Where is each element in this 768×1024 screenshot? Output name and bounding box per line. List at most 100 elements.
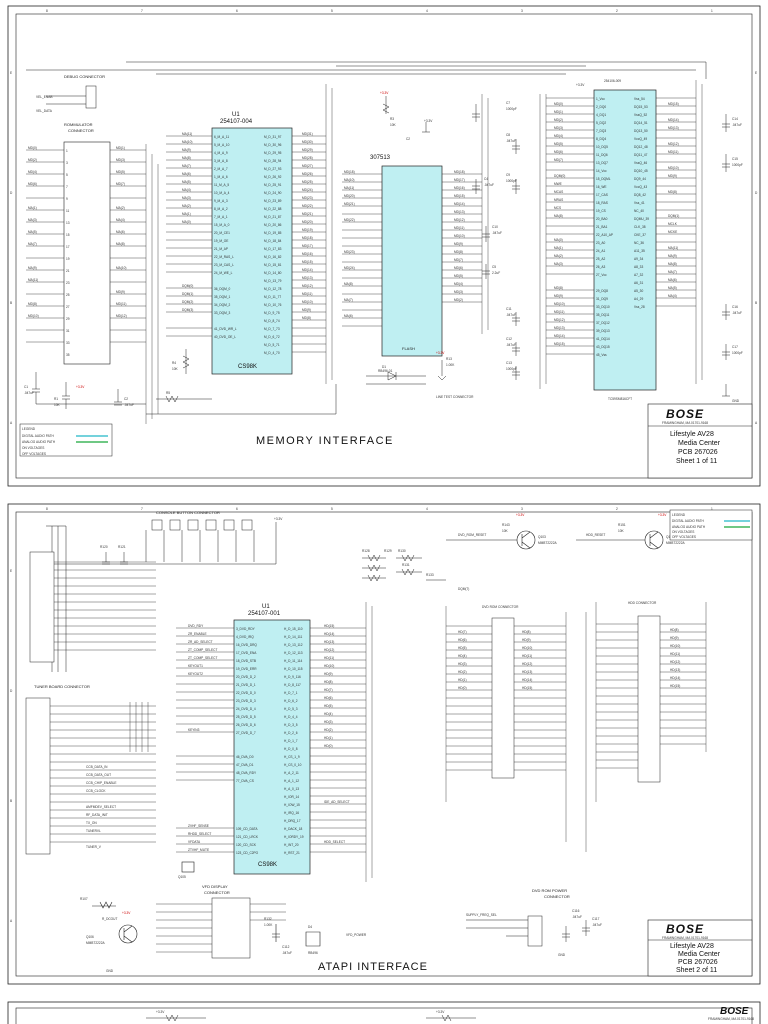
svg-text:29: 29	[66, 317, 70, 321]
svg-text:M_D_17_83: M_D_17_83	[264, 247, 282, 251]
svg-text:M_D_5_71: M_D_5_71	[264, 343, 280, 347]
svg-text:MD(2): MD(2)	[454, 298, 463, 302]
svg-text:MD(2): MD(2)	[554, 118, 563, 122]
legend-off-2: OFF VOLTAGES	[672, 535, 696, 539]
svg-text:77_DVA_CS: 77_DVA_CS	[236, 779, 254, 783]
svg-text:9_M_A_3: 9_M_A_3	[214, 199, 228, 203]
svg-text:MA(11): MA(11)	[668, 246, 678, 250]
svg-text:MCS: MCS	[554, 206, 561, 210]
bose-address-3: FRAMINGHAM, MA 01701-9168	[708, 1017, 754, 1021]
svg-text:M_D_4_70: M_D_4_70	[264, 351, 280, 355]
svg-text:7: 7	[66, 185, 68, 189]
svg-text:8: 8	[46, 9, 48, 13]
svg-text:M_D_14_80: M_D_14_80	[264, 271, 282, 275]
svg-text:MA(4): MA(4)	[116, 218, 125, 222]
svg-text:A8_33: A8_33	[634, 265, 643, 269]
svg-text:MA(8): MA(8)	[554, 214, 563, 218]
svg-text:H_IRQ_16: H_IRQ_16	[284, 811, 299, 815]
svg-text:MA(2): MA(2)	[182, 204, 191, 208]
svg-text:3: 3	[521, 9, 523, 13]
svg-text:MD(15): MD(15)	[454, 194, 465, 198]
svg-text:21_BA1: 21_BA1	[596, 225, 608, 229]
svg-text:R151: R151	[618, 523, 626, 527]
svg-text:M_D_25_91: M_D_25_91	[264, 183, 282, 187]
svg-text:DQ13_50: DQ13_50	[634, 129, 648, 133]
svg-text:IDE_AD_SELECT: IDE_AD_SELECT	[324, 800, 350, 804]
svg-text:C4: C4	[484, 177, 488, 181]
svg-text:DQM(7): DQM(7)	[458, 587, 469, 591]
svg-text:R128: R128	[362, 549, 370, 553]
svg-text:1000pF: 1000pF	[506, 107, 517, 111]
svg-text:C117: C117	[592, 917, 600, 921]
dvd-rom-power-label-2: CONNECTOR	[544, 894, 570, 899]
svg-text:MD(13): MD(13)	[454, 210, 465, 214]
legend-box-2	[669, 509, 753, 541]
svg-text:8_M_A_2: 8_M_A_2	[214, 207, 228, 211]
svg-text:RF_DATA_INIT: RF_DATA_INIT	[86, 813, 108, 817]
svg-text:23_M_CAS_L: 23_M_CAS_L	[214, 263, 234, 267]
svg-text:HD(6): HD(6)	[458, 638, 467, 642]
svg-text:MD(12): MD(12)	[454, 218, 465, 222]
svg-text:B: B	[10, 301, 12, 305]
svg-text:.047uF: .047uF	[24, 391, 34, 395]
legend-title-1: LEGEND	[22, 427, 36, 431]
svg-text:CCB_DATA_OUT: CCB_DATA_OUT	[86, 773, 111, 777]
svg-text:DQM(1): DQM(1)	[668, 214, 679, 218]
svg-text:Q105: Q105	[178, 875, 186, 879]
svg-text:H_IORDY_19: H_IORDY_19	[284, 835, 304, 839]
svg-text:H_D_11_114: H_D_11_114	[284, 659, 303, 663]
svg-text:MD(0): MD(0)	[554, 102, 563, 106]
svg-text:MD(18): MD(18)	[344, 170, 355, 174]
svg-text:.047uF: .047uF	[506, 313, 516, 317]
svg-text:C7: C7	[506, 101, 510, 105]
svg-text:VccQ_43: VccQ_43	[634, 185, 647, 189]
svg-text:MD(15): MD(15)	[302, 260, 313, 264]
svg-text:MD(8): MD(8)	[554, 286, 563, 290]
svg-text:19_CS: 19_CS	[596, 209, 606, 213]
bose-logo-1: BOSE	[666, 407, 704, 421]
svg-text:TX_ON: TX_ON	[86, 821, 97, 825]
svg-text:+3.3V: +3.3V	[122, 911, 131, 915]
svg-text:HD(15): HD(15)	[522, 686, 532, 690]
svg-text:MD(7): MD(7)	[454, 258, 463, 262]
title-line-2-1: Lifestyle AV28	[670, 943, 714, 950]
svg-text:3_M_A_8: 3_M_A_8	[214, 159, 228, 163]
svg-text:H_D_10_115: H_D_10_115	[284, 667, 303, 671]
svg-text:TC59SM816CFT: TC59SM816CFT	[608, 397, 632, 401]
svg-text:.047uF: .047uF	[282, 951, 292, 955]
legend-on-2: ON VOLTAGES	[672, 530, 694, 534]
svg-text:VssQ_52: VssQ_52	[634, 113, 647, 117]
svg-text:MD(7): MD(7)	[116, 182, 125, 186]
hdd-connector	[637, 615, 661, 783]
svg-text:4: 4	[426, 507, 428, 511]
svg-text:GND: GND	[106, 969, 114, 973]
svg-text:MD(11): MD(11)	[668, 150, 678, 154]
svg-text:R143: R143	[502, 523, 510, 527]
legend-on-1: ON VOLTAGES	[22, 446, 44, 450]
svg-text:109_CD_DATA: 109_CD_DATA	[236, 827, 258, 831]
svg-text:43_DQ15: 43_DQ15	[596, 345, 610, 349]
svg-text:VccQ_49: VccQ_49	[634, 137, 647, 141]
svg-text:R133: R133	[426, 573, 434, 577]
svg-text:A: A	[10, 919, 13, 923]
svg-text:3_DVD_RDY: 3_DVD_RDY	[236, 627, 256, 631]
svg-text:33_DQM_3: 33_DQM_3	[214, 311, 231, 315]
svg-text:C11: C11	[506, 307, 512, 311]
svg-text:HD(14): HD(14)	[670, 676, 680, 680]
svg-text:HD(10): HD(10)	[670, 644, 680, 648]
svg-text:254106-009: 254106-009	[604, 79, 621, 83]
svg-text:22_A10_AP: 22_A10_AP	[596, 233, 613, 237]
svg-text:HD(8): HD(8)	[670, 628, 679, 632]
svg-text:H_DACK_18: H_DACK_18	[284, 827, 302, 831]
svg-text:C5: C5	[492, 265, 496, 269]
svg-text:DQ8_42: DQ8_42	[634, 193, 646, 197]
svg-text:M_D_20_86: M_D_20_86	[264, 223, 282, 227]
svg-text:.047uF: .047uF	[124, 403, 134, 407]
dvd-rom-power-connector	[527, 915, 543, 947]
svg-text:10K: 10K	[390, 123, 397, 127]
svg-text:C14: C14	[732, 117, 738, 121]
svg-text:10_M_A_4: 10_M_A_4	[214, 191, 230, 195]
svg-text:C1: C1	[24, 385, 28, 389]
svg-text:MA(5): MA(5)	[182, 180, 191, 184]
svg-text:MD(13): MD(13)	[554, 326, 565, 330]
